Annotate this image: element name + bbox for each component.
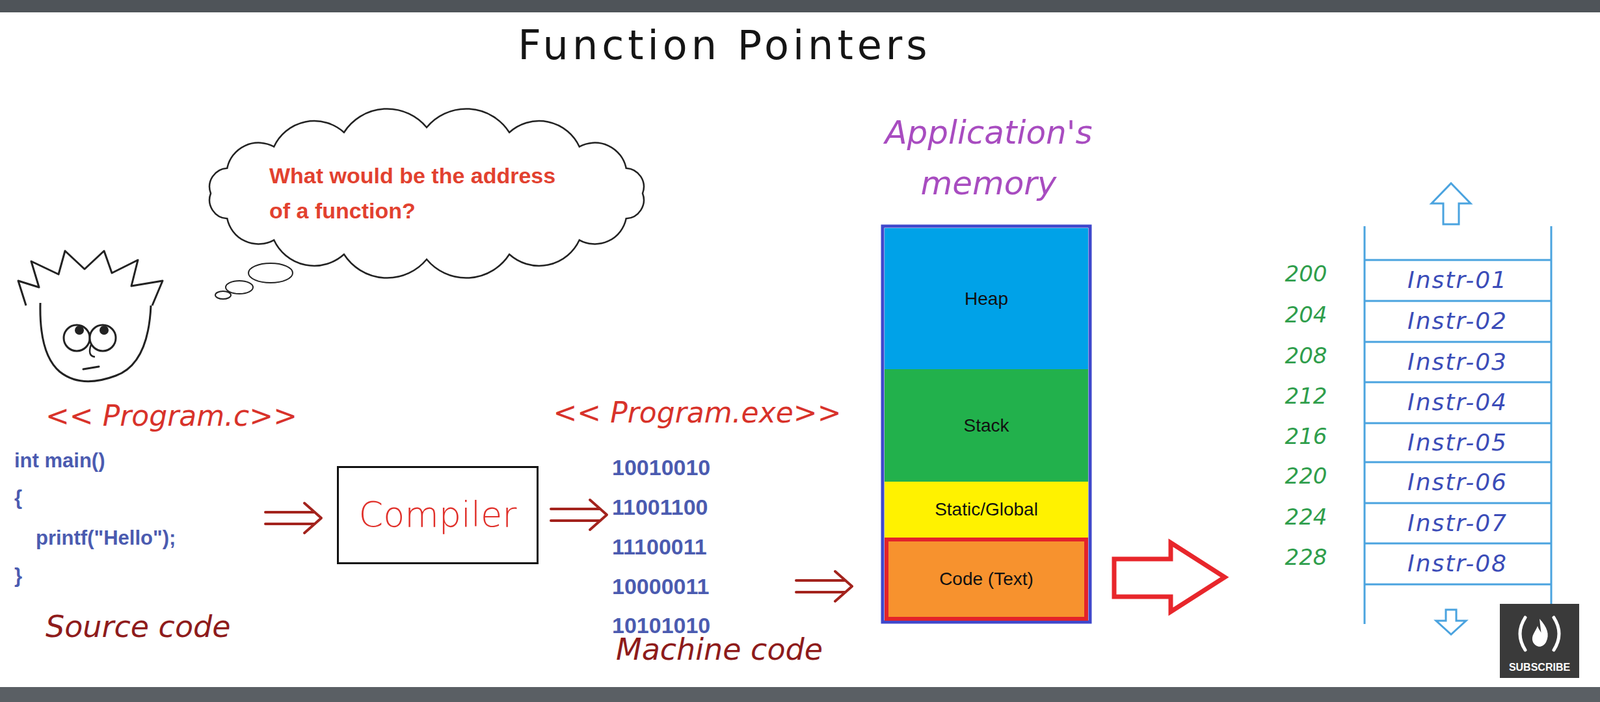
node-text: What would be the address of a function? bbox=[269, 158, 577, 229]
hair bbox=[18, 251, 163, 306]
address-number: 208 bbox=[1285, 342, 1328, 370]
binary-line: 11001100 bbox=[612, 494, 709, 521]
thought-bubble bbox=[248, 263, 293, 283]
code-line: } bbox=[14, 563, 23, 588]
row-line bbox=[1364, 584, 1552, 587]
block-arrow bbox=[1114, 543, 1225, 613]
down-arrow bbox=[1436, 610, 1467, 635]
memory-segment: Stack bbox=[884, 369, 1089, 482]
address-number: 200 bbox=[1285, 260, 1328, 288]
node-text: Static/Global bbox=[934, 498, 1039, 521]
row-line bbox=[1364, 341, 1552, 344]
memory-segment: Code (Text) bbox=[884, 537, 1089, 622]
instruction-cell: Instr-02 bbox=[1407, 306, 1508, 335]
address-number: 216 bbox=[1285, 423, 1328, 451]
instruction-cell: Instr-08 bbox=[1407, 549, 1508, 578]
address-number: 224 bbox=[1285, 504, 1328, 531]
thought-bubble bbox=[225, 280, 254, 294]
double-arrow-path bbox=[796, 571, 853, 602]
node-text: Heap bbox=[964, 288, 1009, 311]
code-line: printf("Hello"); bbox=[35, 526, 176, 551]
node-text: Stack bbox=[963, 414, 1009, 438]
logo-flame bbox=[1532, 619, 1548, 648]
binary-line: 10000011 bbox=[612, 573, 709, 601]
address-number: 228 bbox=[1285, 544, 1328, 572]
node-body: What would be the address of a function? bbox=[269, 158, 577, 229]
cloud-outline bbox=[209, 108, 644, 278]
double-arrow-path bbox=[550, 500, 607, 531]
row-line bbox=[1364, 381, 1552, 384]
memory-outline bbox=[882, 226, 1091, 623]
address-number: 212 bbox=[1285, 383, 1328, 410]
eye bbox=[63, 325, 90, 352]
eye bbox=[89, 325, 116, 352]
address-number: 220 bbox=[1285, 463, 1328, 490]
node-body: Code (Text) bbox=[939, 568, 1034, 591]
logo-brackets bbox=[1520, 617, 1560, 651]
instruction-cell: Instr-07 bbox=[1407, 509, 1508, 538]
instruction-cell: Instr-04 bbox=[1407, 388, 1508, 417]
pupil bbox=[74, 325, 84, 335]
row-line bbox=[1364, 300, 1552, 303]
nose bbox=[89, 344, 95, 358]
double-arrow-path bbox=[265, 503, 322, 534]
double-arrow bbox=[796, 571, 853, 602]
subscribe-watermark: SUBSCRIBE bbox=[1508, 661, 1571, 674]
mouth bbox=[83, 366, 99, 370]
memory-segment: Static/Global bbox=[884, 481, 1089, 538]
cloud-shape bbox=[188, 109, 665, 278]
column-side bbox=[1363, 226, 1366, 625]
node-body: Static/Global bbox=[934, 498, 1039, 521]
video-bar bbox=[0, 687, 1600, 702]
code-line: int main() bbox=[14, 448, 106, 473]
memory-segment: Heap bbox=[884, 228, 1089, 370]
file-name: << Program.c>> bbox=[45, 399, 298, 434]
row-line bbox=[1364, 543, 1552, 546]
row-line bbox=[1364, 422, 1552, 425]
code-line: { bbox=[14, 485, 23, 510]
binary-line: 10010010 bbox=[612, 454, 711, 482]
node-body: Heap bbox=[964, 288, 1009, 311]
address-number: 204 bbox=[1285, 301, 1328, 329]
row-line bbox=[1364, 259, 1552, 262]
caption: Source code bbox=[45, 609, 231, 646]
node-text: Code (Text) bbox=[939, 568, 1034, 591]
memory-heading: Application's memory bbox=[845, 107, 1132, 209]
thought-cloud: What would be the address of a function? bbox=[188, 109, 665, 278]
column-side bbox=[1550, 226, 1553, 625]
video-bar bbox=[0, 0, 1600, 13]
memory-column bbox=[1364, 226, 1552, 625]
instruction-cell: Instr-03 bbox=[1407, 347, 1508, 376]
row-line bbox=[1364, 461, 1552, 464]
node-body: Compiler bbox=[358, 494, 517, 537]
thought-bubble bbox=[215, 291, 231, 300]
diagram-title: Function Pointers bbox=[517, 21, 931, 70]
double-arrow bbox=[265, 503, 322, 534]
binary-line: 11100011 bbox=[612, 533, 707, 561]
instruction-cell: Instr-06 bbox=[1407, 468, 1508, 497]
node-body: Stack bbox=[963, 414, 1009, 438]
caption: Machine code bbox=[615, 632, 823, 668]
row-line bbox=[1364, 502, 1552, 505]
compiler-box: Compiler bbox=[336, 466, 539, 565]
instruction-cell: Instr-05 bbox=[1407, 428, 1508, 457]
face-outline bbox=[40, 303, 151, 382]
node-text: Compiler bbox=[358, 494, 517, 537]
logo-box bbox=[1499, 604, 1580, 679]
instruction-cell: Instr-01 bbox=[1407, 266, 1508, 294]
double-arrow bbox=[550, 500, 607, 531]
pupil bbox=[99, 325, 109, 335]
up-arrow bbox=[1431, 183, 1471, 225]
file-name: << Program.exe>> bbox=[552, 396, 841, 431]
